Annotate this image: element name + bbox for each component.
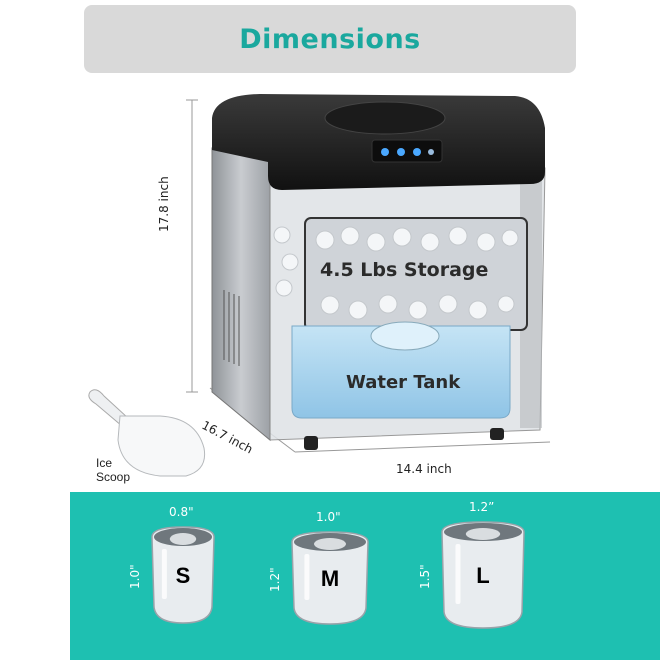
ice-height-label: 1.5" bbox=[418, 564, 432, 589]
water-tank-label: Water Tank bbox=[346, 372, 461, 393]
width-dimension-line bbox=[294, 441, 551, 453]
scoop-label-text: Ice Scoop bbox=[96, 456, 131, 484]
ice-cup-l: L 1.2” 1.5" bbox=[418, 500, 526, 630]
width-label: 14.4 inch bbox=[396, 462, 452, 476]
ice-width-label: 1.2” bbox=[469, 500, 495, 514]
ice-size-letter: M bbox=[320, 566, 340, 591]
ice-width-label: 1.0" bbox=[316, 510, 341, 524]
ice-size-letter: L bbox=[476, 563, 490, 588]
scoop-label: Ice Scoop bbox=[96, 456, 130, 484]
ice-height-label: 1.0" bbox=[128, 564, 142, 589]
height-label: 17.8 inch bbox=[157, 176, 171, 232]
control-indicator bbox=[428, 149, 434, 155]
ice-cube-icon bbox=[441, 521, 525, 629]
ice-width-label: 0.8" bbox=[169, 505, 194, 519]
ice-size-letter: S bbox=[175, 563, 191, 588]
foot-right bbox=[490, 428, 504, 440]
water-tank bbox=[291, 325, 511, 419]
ice-cup-m: M 1.0" 1.2" bbox=[268, 510, 370, 626]
ice-cubes bbox=[273, 226, 519, 320]
ice-maker-illustration bbox=[88, 94, 551, 477]
height-dimension-line bbox=[186, 99, 198, 393]
tank-splash bbox=[370, 321, 440, 351]
control-button-1 bbox=[381, 148, 389, 156]
lid bbox=[324, 101, 446, 135]
page-title: Dimensions bbox=[239, 23, 421, 55]
machine-side-panel bbox=[211, 147, 271, 442]
ice-scoop-icon bbox=[88, 389, 206, 477]
ice-cup-s: S 0.8" 1.0" bbox=[128, 505, 216, 625]
vent-grill bbox=[223, 290, 240, 366]
ice-cube-icon bbox=[291, 531, 369, 625]
ice-cube-icon bbox=[151, 526, 215, 624]
control-panel bbox=[371, 139, 443, 163]
control-button-2 bbox=[397, 148, 405, 156]
control-button-3 bbox=[413, 148, 421, 156]
storage-label: 4.5 Lbs Storage bbox=[320, 259, 489, 281]
title-banner: Dimensions bbox=[84, 5, 576, 73]
foot-left bbox=[304, 436, 318, 450]
ice-height-label: 1.2" bbox=[268, 567, 282, 592]
